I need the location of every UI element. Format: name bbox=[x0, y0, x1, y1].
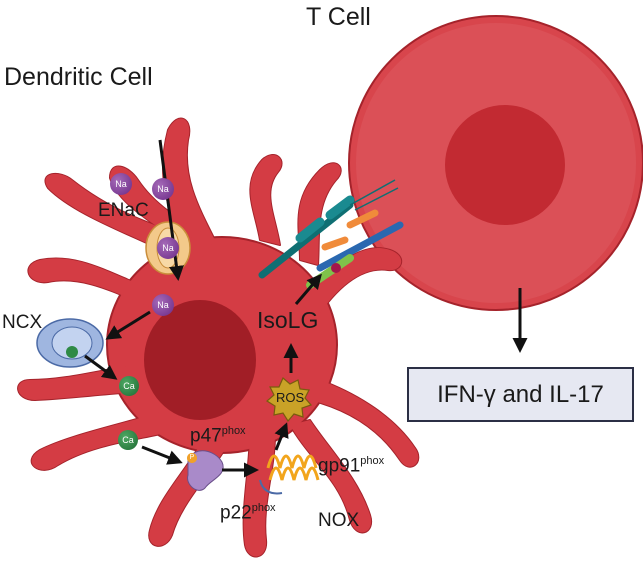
sodium-ion-icon: Na bbox=[152, 178, 174, 200]
enac-label: ENaC bbox=[98, 200, 149, 221]
t-cell-nucleus bbox=[445, 105, 565, 225]
isolg-label: IsoLG bbox=[257, 307, 319, 333]
sodium-ion-icon: Na bbox=[110, 173, 132, 195]
p47-label: p47phox bbox=[190, 425, 246, 447]
ros-burst-icon bbox=[265, 377, 313, 423]
arrow-nox-to-ros bbox=[274, 422, 289, 451]
ros-label: ROS bbox=[276, 390, 305, 405]
cytokine-label: IFN-γ and IL-17 bbox=[437, 380, 604, 408]
gp91-label: gp91phox bbox=[318, 455, 385, 477]
nox-complex-icon bbox=[259, 454, 320, 495]
calcium-ion-icon: Ca bbox=[118, 430, 138, 450]
calcium-ion-icon: Ca bbox=[119, 376, 139, 396]
nox-label: NOX bbox=[318, 510, 360, 531]
t-cell bbox=[348, 15, 643, 311]
isolg-adduct-icon bbox=[331, 263, 341, 273]
sodium-ion-icon: Na bbox=[157, 237, 179, 259]
p22-label: p22phox bbox=[220, 502, 276, 524]
ncx-exchanger-icon bbox=[36, 318, 104, 368]
t-cell-label: T Cell bbox=[306, 3, 371, 31]
arrow-ca-to-p47 bbox=[141, 445, 183, 465]
dendritic-nucleus bbox=[144, 300, 256, 420]
dendritic-cell-label: Dendritic Cell bbox=[4, 63, 153, 91]
arrow-na-to-ncx bbox=[105, 310, 151, 340]
phosphate-icon: P bbox=[187, 453, 197, 463]
arrow-isolg-to-receptor bbox=[294, 273, 322, 305]
ncx-label: NCX bbox=[2, 312, 43, 333]
sodium-ion-icon: Na bbox=[152, 294, 174, 316]
arrow-ncx-to-ca bbox=[84, 354, 118, 380]
cytokine-output-box: IFN-γ and IL-17 bbox=[407, 367, 634, 422]
